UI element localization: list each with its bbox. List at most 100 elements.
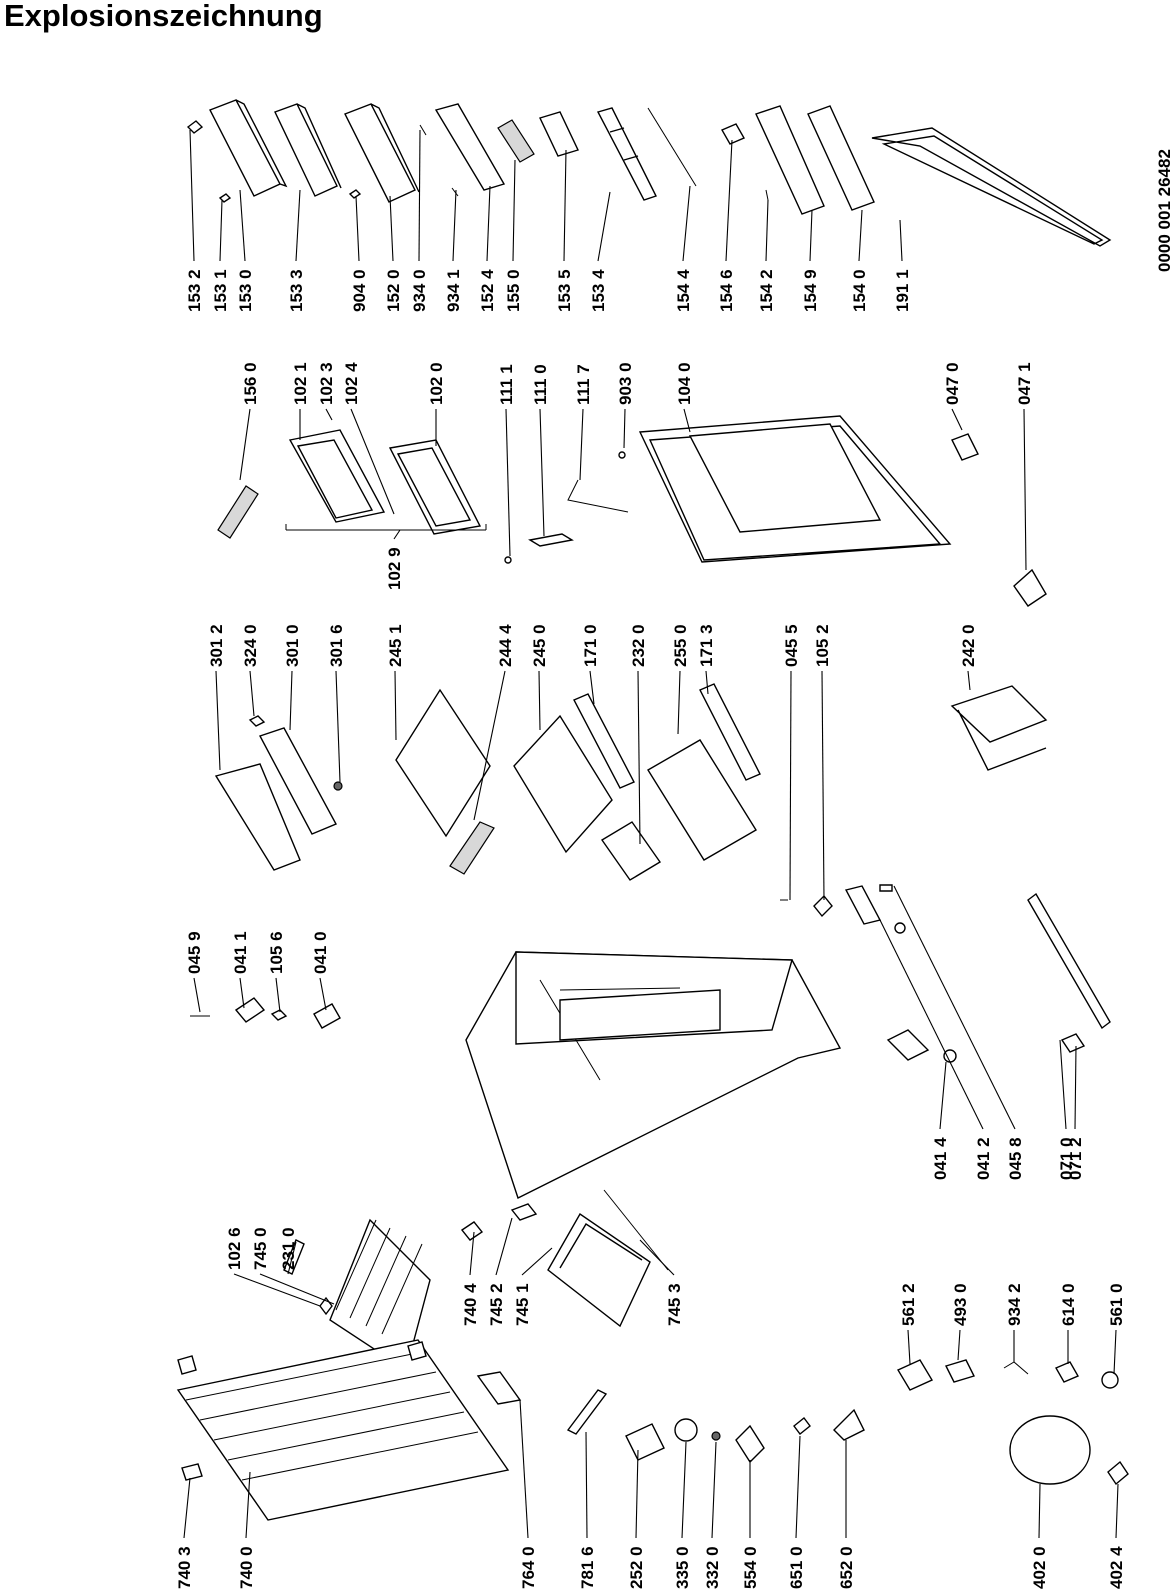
condenser-tubes [185, 1351, 479, 1481]
grommet-part [181, 1463, 203, 1481]
leader-lines [183, 129, 1119, 1539]
leader-line [538, 670, 541, 731]
cover-part [283, 1239, 305, 1275]
part-label-0414: 041 4 [931, 1137, 950, 1180]
leader-line [939, 1061, 947, 1130]
part-label-1710: 171 0 [581, 624, 600, 667]
part-label-2444: 244 4 [496, 624, 515, 667]
part-label-1026: 102 6 [225, 1227, 244, 1270]
leader-line [289, 670, 293, 731]
part-label-7400: 740 0 [237, 1546, 256, 1589]
screw-part [879, 884, 893, 892]
cabinet-shelf-part [559, 989, 721, 1041]
part-label-2420: 242 0 [959, 624, 978, 667]
part-label-1111: 111 1 [497, 364, 516, 405]
part-label-1020: 102 0 [427, 362, 446, 405]
leader-line [879, 919, 984, 1130]
part-label-1052: 105 2 [813, 624, 832, 667]
part-label-3010: 301 0 [283, 624, 302, 667]
knob-part [674, 1418, 698, 1442]
part-label-2520: 252 0 [627, 1546, 646, 1589]
part-label-1550: 155 0 [504, 269, 523, 312]
leader-line [418, 129, 421, 262]
leader-line [585, 1431, 588, 1539]
freezer-flap-part [388, 439, 482, 535]
part-label-1040: 104 0 [675, 362, 694, 405]
leader-line [765, 199, 769, 262]
leader-line [567, 479, 629, 513]
part-label-0412: 041 2 [974, 1137, 993, 1180]
leader-line [725, 139, 733, 262]
part-label-7451: 745 1 [513, 1283, 532, 1326]
part-label-1911: 191 1 [893, 269, 912, 312]
leader-line [521, 1247, 553, 1276]
part-label-0712: 071 2 [1066, 1137, 1085, 1180]
egg-tray-part [497, 119, 535, 163]
part-label-9030: 903 0 [616, 362, 635, 405]
door-clip-part [186, 120, 204, 134]
part-label-0459: 045 9 [185, 931, 204, 974]
leader-line [325, 408, 333, 421]
part-label-1021: 102 1 [291, 362, 310, 405]
mount-part [1107, 1460, 1129, 1486]
screw-part [504, 556, 512, 564]
leader-line [563, 149, 567, 262]
light-cover-part [258, 727, 337, 835]
part-drawings [176, 99, 1129, 1521]
leader-line [519, 1399, 529, 1539]
bracket-part [177, 1355, 197, 1375]
clip-part [1060, 1033, 1086, 1053]
small-clip-part [348, 189, 362, 199]
part-label-0455: 045 5 [782, 624, 801, 667]
part-label-7452: 745 2 [487, 1283, 506, 1326]
door-inner-part [688, 423, 882, 533]
part-label-1544: 154 4 [674, 269, 693, 312]
leader-line [193, 977, 201, 1013]
bracket-line [285, 524, 487, 531]
part-label-7404: 740 4 [461, 1283, 480, 1326]
grill-part [449, 821, 495, 875]
screw-part [618, 451, 626, 459]
hinge-part [234, 997, 266, 1023]
shelf-guard-part [434, 103, 506, 191]
foot-part [894, 922, 906, 934]
leader-line [539, 408, 545, 537]
door-shelf-part [807, 105, 875, 211]
leader-line [473, 670, 506, 821]
leader-line [452, 189, 457, 262]
part-label-1535: 153 5 [555, 269, 574, 312]
wire-shelf-part [395, 688, 491, 838]
leader-line [677, 670, 681, 735]
part-label-3240: 324 0 [241, 624, 260, 667]
leader-line [579, 408, 584, 481]
leader-line [239, 977, 245, 1009]
wire-shelf-part [513, 714, 613, 854]
leader-line [1115, 1483, 1119, 1539]
leader-line [389, 195, 394, 262]
leader-line [512, 159, 516, 262]
part-label-4024: 402 4 [1107, 1546, 1126, 1589]
leader-line [249, 670, 255, 717]
leader-line [189, 129, 195, 262]
shelf-edge-part [699, 683, 761, 781]
part-label-1549: 154 9 [801, 269, 820, 312]
bracket-part [407, 1341, 427, 1361]
leader-line [957, 1329, 961, 1361]
leader-line [215, 670, 221, 771]
leader-line [239, 408, 251, 481]
leader-line [821, 670, 825, 901]
bottle-guard-part [596, 107, 657, 201]
leader-line [259, 1273, 335, 1305]
leader-line [705, 670, 709, 695]
evaporator-fins [335, 1219, 423, 1335]
part-label-7640: 764 0 [519, 1546, 538, 1589]
cover-part [813, 894, 833, 918]
leader-line [1023, 408, 1027, 571]
rod-part [603, 1189, 669, 1271]
compressor-part [1009, 1415, 1091, 1485]
leader-line [682, 185, 691, 262]
leader-line [469, 1231, 475, 1276]
glass-shelf-part [647, 739, 757, 861]
part-label-1520: 152 0 [384, 269, 403, 312]
